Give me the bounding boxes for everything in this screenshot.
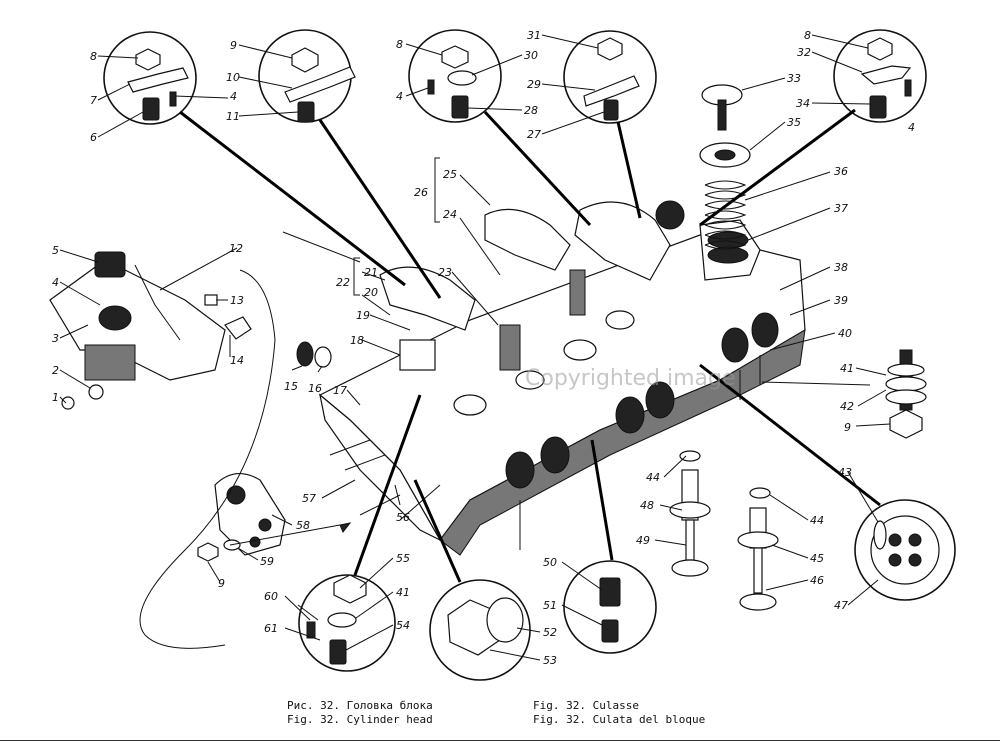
callout-40: 40	[838, 327, 852, 340]
callout-54: 54	[396, 619, 410, 632]
caption-english: Fig. 32. Cylinder head	[287, 713, 433, 726]
callout-9: 9	[218, 577, 225, 590]
callout-48: 48	[640, 499, 654, 512]
callout-leaders	[59, 34, 891, 661]
callout-42: 42	[840, 400, 854, 413]
callout-6: 6	[90, 131, 97, 144]
caption-russian: Рис. 32. Головка блока	[287, 699, 433, 712]
inset-leader-lines	[179, 108, 881, 583]
callout-13: 13	[230, 294, 244, 307]
callout-21: 21	[364, 266, 378, 279]
callout-49: 49	[636, 534, 650, 547]
callout-31: 31	[527, 29, 541, 42]
callout-33: 33	[787, 72, 801, 85]
callout-32: 32	[797, 46, 811, 59]
cylinder-head-body	[318, 234, 806, 556]
callout-2: 2	[52, 364, 59, 377]
callout-19: 19	[356, 309, 370, 322]
callout-28: 28	[524, 104, 538, 117]
callout-44: 44	[646, 471, 660, 484]
right-side-parts	[669, 84, 927, 611]
callout-15: 15	[284, 380, 298, 393]
callout-8: 8	[90, 50, 97, 63]
callout-22: 22	[336, 276, 350, 289]
callout-20: 20	[364, 286, 378, 299]
callout-24: 24	[443, 208, 457, 221]
callout-26: 26	[414, 186, 428, 199]
callout-14: 14	[230, 354, 244, 367]
callout-45: 45	[810, 552, 824, 565]
callout-41: 41	[840, 362, 854, 375]
callout-10: 10	[226, 71, 240, 84]
callout-4: 4	[52, 276, 59, 289]
callout-5: 5	[52, 244, 59, 257]
callout-46: 46	[810, 574, 824, 587]
callout-56: 56	[396, 511, 410, 524]
callout-3: 3	[52, 332, 59, 345]
callout-35: 35	[787, 116, 801, 129]
callout-44: 44	[810, 514, 824, 527]
bottom-rule	[0, 740, 1000, 741]
callout-29: 29	[527, 78, 541, 91]
callout-4: 4	[396, 90, 403, 103]
callout-9: 9	[230, 39, 237, 52]
callout-4: 4	[908, 121, 915, 134]
callout-4: 4	[230, 90, 237, 103]
caption-french: Fig. 32. Culasse	[533, 699, 639, 712]
callout-8: 8	[804, 29, 811, 42]
callout-47: 47	[834, 599, 848, 612]
callout-30: 30	[524, 49, 538, 62]
callout-58: 58	[296, 519, 310, 532]
callout-1: 1	[52, 391, 59, 404]
callout-12: 12	[229, 242, 243, 255]
callout-55: 55	[396, 552, 410, 565]
left-bracket-assembly	[49, 251, 252, 410]
detail-insets	[103, 29, 956, 681]
callout-labels: 8 7 6 4 9 10 11 8 4 28 30 31 29 27 8 32 …	[52, 29, 915, 667]
callout-27: 27	[527, 128, 541, 141]
callout-51: 51	[543, 599, 557, 612]
callout-38: 38	[834, 261, 848, 274]
callout-59: 59	[260, 555, 274, 568]
callout-53: 53	[543, 654, 557, 667]
callout-8: 8	[396, 38, 403, 51]
callout-43: 43	[838, 466, 852, 479]
callout-17: 17	[333, 384, 347, 397]
callout-41: 41	[396, 586, 410, 599]
callout-7: 7	[90, 94, 97, 107]
callout-16: 16	[308, 382, 322, 395]
callout-25: 25	[443, 168, 457, 181]
callout-36: 36	[834, 165, 848, 178]
callout-50: 50	[543, 556, 557, 569]
callout-18: 18	[350, 334, 364, 347]
callout-57: 57	[302, 492, 316, 505]
caption-right: Fig. 32. Culasse Fig. 32. Culata del blo…	[533, 699, 705, 727]
callout-60: 60	[264, 590, 278, 603]
callout-61: 61	[264, 622, 278, 635]
callout-39: 39	[834, 294, 848, 307]
callout-23: 23	[438, 266, 452, 279]
caption-left: Рис. 32. Головка блока Fig. 32. Cylinder…	[287, 699, 433, 727]
callout-11: 11	[226, 110, 240, 123]
callout-37: 37	[834, 202, 848, 215]
watermark: Copyrighted image	[525, 366, 736, 391]
callout-34: 34	[796, 97, 810, 110]
caption-spanish: Fig. 32. Culata del bloque	[533, 713, 706, 726]
callout-9: 9	[844, 421, 851, 434]
left-lower-parts	[139, 269, 352, 649]
callout-52: 52	[543, 626, 557, 639]
